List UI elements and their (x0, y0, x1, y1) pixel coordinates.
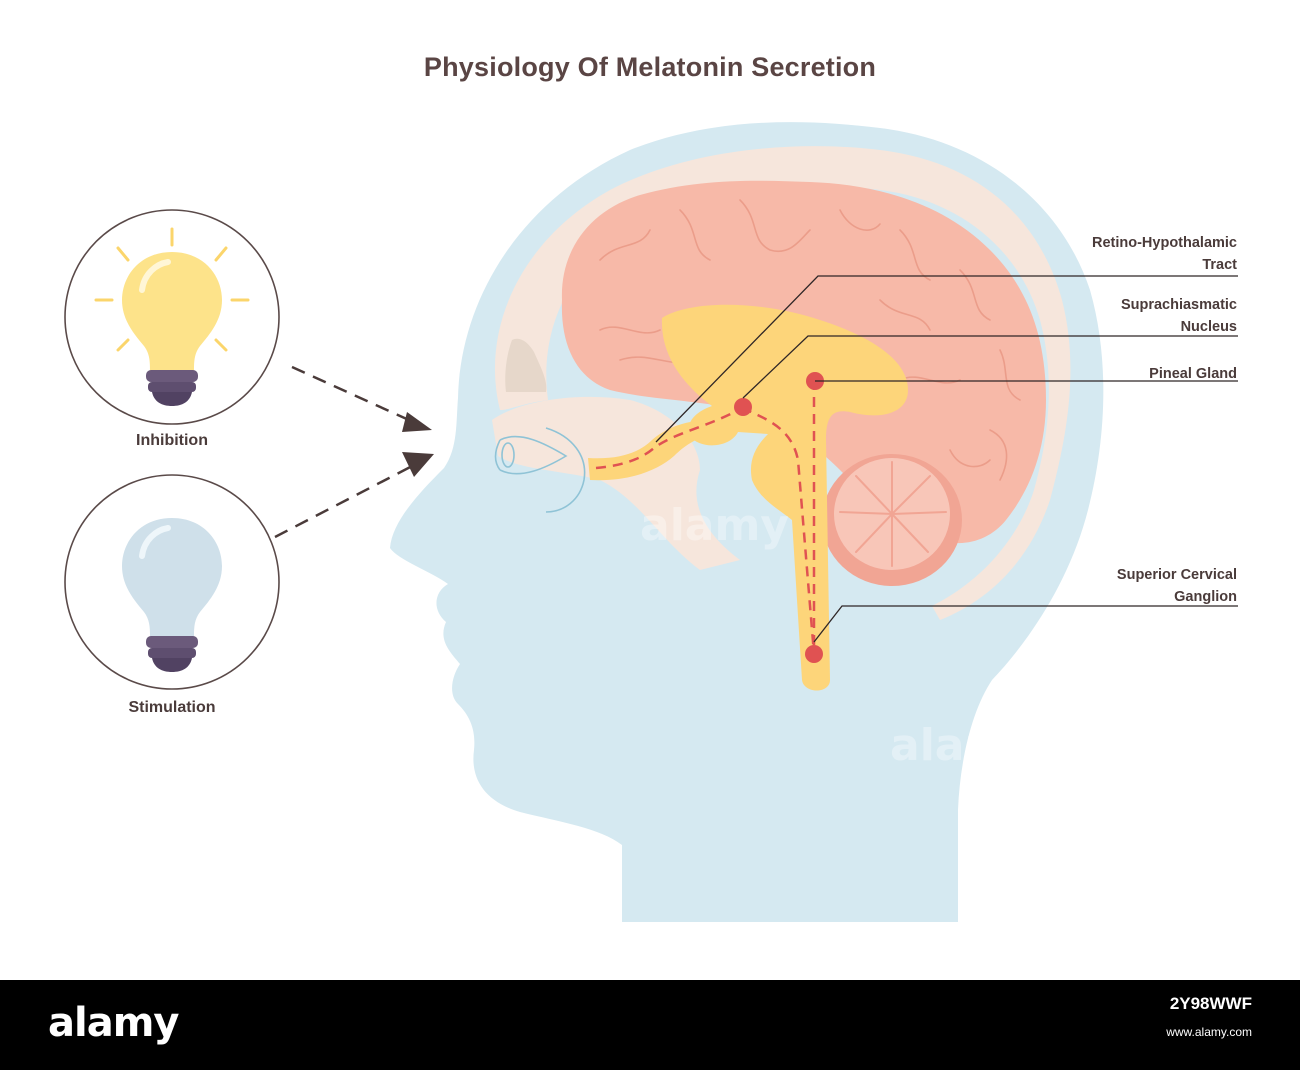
cerebellum (822, 454, 962, 586)
callout-pineal-gland: Pineal Gland (1007, 363, 1237, 385)
sinus-shape (505, 338, 547, 392)
callout-suprachiasmatic-nucleus: Suprachiasmatic Nucleus (1007, 294, 1237, 338)
ganglion-node (805, 645, 823, 663)
callout-line: Pineal Gland (1149, 366, 1237, 382)
footer-bar: alamy 2Y98WWF www.alamy.com (0, 980, 1300, 1070)
callout-line: Suprachiasmatic (1120, 297, 1237, 313)
neural-pathway (595, 380, 816, 655)
footer-url[interactable]: www.alamy.com (1166, 1025, 1252, 1039)
callout-line: Superior Cervical (1116, 567, 1237, 583)
eye-icon (494, 427, 586, 513)
lightbulb-lit-icon (94, 227, 250, 406)
stimulation-label: Stimulation (128, 699, 216, 716)
melatonin-diagram (64, 122, 1238, 922)
inhibition-label: Inhibition (136, 432, 208, 449)
callout-line: Nucleus (1180, 319, 1237, 335)
callout-line: Retino-Hypothalamic (1091, 235, 1237, 251)
pathway-structure (661, 304, 908, 691)
dashed-arrow-icon (274, 365, 434, 539)
callout-retino-hypothalamic-tract: Retino-Hypothalamic Tract (1007, 232, 1237, 276)
alamy-logo[interactable]: alamy (48, 1000, 179, 1046)
page-title: Physiology Of Melatonin Secretion (423, 52, 877, 82)
leader-lines (655, 275, 1238, 643)
image-id: 2Y98WWF (1169, 994, 1252, 1013)
callout-superior-cervical-ganglion: Superior Cervical Ganglion (1007, 564, 1237, 608)
suprachiasmatic-node (734, 398, 752, 416)
stimulation-bulb-group (64, 474, 280, 690)
callout-line: Tract (1202, 257, 1237, 273)
watermark: alamy (640, 500, 789, 551)
lightbulb-unlit-icon (122, 518, 222, 672)
inhibition-bulb-group (64, 209, 280, 425)
watermark: alamy (890, 720, 1039, 771)
callout-line: Ganglion (1174, 589, 1237, 605)
